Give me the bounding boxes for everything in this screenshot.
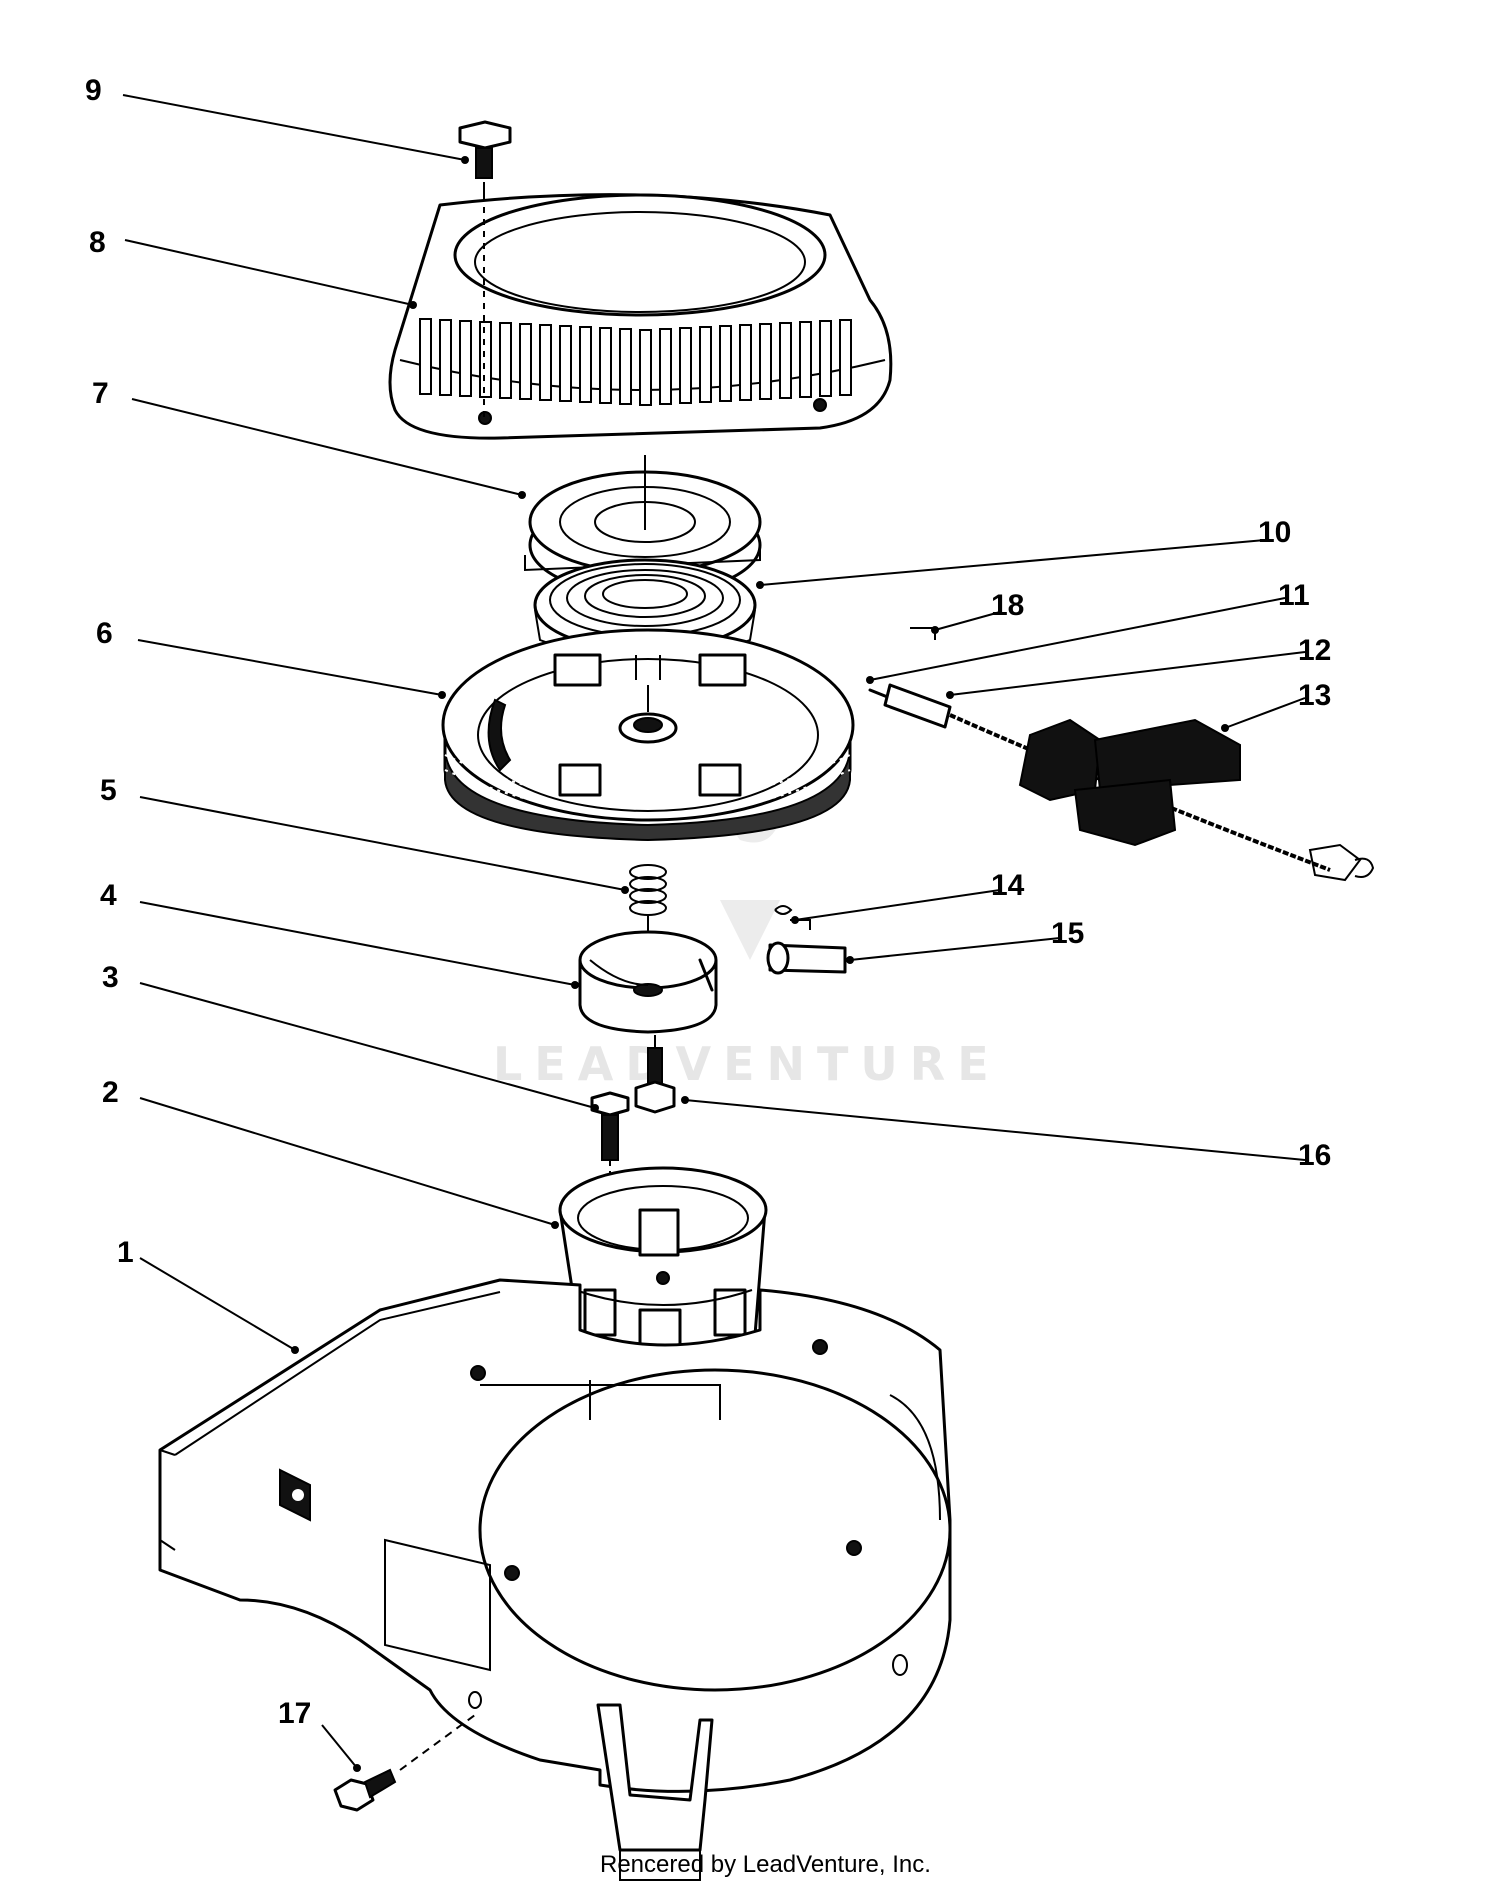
housing-rib xyxy=(759,323,772,400)
housing-rib xyxy=(539,324,552,401)
callout-label-8: 8 xyxy=(89,226,106,259)
callout-leader-18 xyxy=(934,611,1001,631)
callout-dot-16 xyxy=(681,1096,689,1104)
callout-dot-13 xyxy=(1221,724,1229,732)
callout-label-14: 14 xyxy=(991,869,1025,902)
callout-leader-14 xyxy=(794,889,1001,921)
callout-label-17: 17 xyxy=(278,1697,311,1730)
callout-dot-15 xyxy=(846,956,854,964)
housing-rib xyxy=(459,320,472,397)
callout-leader-1 xyxy=(139,1257,296,1351)
callout-dot-12 xyxy=(946,691,954,699)
callout-label-2: 2 xyxy=(102,1076,119,1109)
callout-leader-5 xyxy=(139,796,626,891)
callout-dot-14 xyxy=(791,916,799,924)
callout-dot-11 xyxy=(866,676,874,684)
housing-rib xyxy=(779,322,792,399)
callout-label-1: 1 xyxy=(117,1236,134,1269)
callout-label-10: 10 xyxy=(1258,516,1291,549)
callout-leader-9 xyxy=(122,94,466,161)
callout-dot-6 xyxy=(438,691,446,699)
housing-rib xyxy=(719,325,732,402)
callout-leader-17 xyxy=(321,1724,358,1769)
part-4-ratchet xyxy=(578,930,718,1034)
callout-dot-3 xyxy=(591,1104,599,1112)
callout-label-3: 3 xyxy=(102,961,119,994)
callout-leader-15 xyxy=(849,937,1061,961)
housing-rib xyxy=(479,321,492,398)
callout-leader-6 xyxy=(137,639,443,696)
callout-dot-10 xyxy=(756,581,764,589)
housing-rib xyxy=(499,322,512,399)
callout-leader-4 xyxy=(139,901,576,986)
callout-dot-1 xyxy=(291,1346,299,1354)
housing-rib xyxy=(439,319,452,396)
callout-dot-2 xyxy=(551,1221,559,1229)
callout-leaders xyxy=(122,94,1306,1772)
callout-dot-5 xyxy=(621,886,629,894)
housing-rib xyxy=(659,328,672,405)
callout-label-15: 15 xyxy=(1051,917,1084,950)
callout-leader-8 xyxy=(124,239,414,306)
part-1-blower-housing xyxy=(158,1278,952,1881)
callout-leader-10 xyxy=(759,539,1266,586)
callout-leader-2 xyxy=(139,1097,556,1226)
housing-rib xyxy=(679,327,692,404)
watermark-text: LEADVENTURE xyxy=(493,1037,1001,1091)
callout-label-16: 16 xyxy=(1298,1139,1331,1172)
callout-leader-13 xyxy=(1224,697,1306,729)
housing-rib xyxy=(419,318,432,395)
part-9-bolt xyxy=(458,120,512,198)
part-11-12-13-rope-handle xyxy=(868,627,1375,882)
part-16-stud xyxy=(634,1035,676,1114)
callout-label-12: 12 xyxy=(1298,634,1331,667)
callout-leader-12 xyxy=(949,651,1306,696)
callout-leader-7 xyxy=(131,398,523,496)
housing-rib xyxy=(619,328,632,405)
callout-label-6: 6 xyxy=(96,617,113,650)
callout-dot-7 xyxy=(518,491,526,499)
housing-rib xyxy=(799,321,812,398)
housing-rib xyxy=(839,319,852,396)
callout-label-7: 7 xyxy=(92,377,109,410)
part-6-pulley xyxy=(441,628,855,842)
part-17-bolt xyxy=(333,1714,476,1812)
housing-rib xyxy=(819,320,832,397)
callout-dot-17 xyxy=(353,1764,361,1772)
callout-leader-3 xyxy=(139,982,596,1109)
callout-label-13: 13 xyxy=(1298,679,1331,712)
housing-rib xyxy=(599,327,612,404)
callout-dot-8 xyxy=(409,301,417,309)
credit-text: Rencered by LeadVenture, Inc. xyxy=(600,1851,931,1878)
housing-rib xyxy=(519,323,532,400)
callout-label-4: 4 xyxy=(100,879,117,912)
callout-label-18: 18 xyxy=(991,589,1024,622)
callout-label-5: 5 xyxy=(100,774,117,807)
callout-dot-18 xyxy=(931,626,939,634)
callout-leader-16 xyxy=(684,1099,1306,1161)
housing-rib xyxy=(639,329,652,406)
housing-rib xyxy=(699,326,712,403)
housing-rib xyxy=(739,324,752,401)
callout-label-11: 11 xyxy=(1278,579,1310,612)
housing-rib xyxy=(559,325,572,402)
housing-rib xyxy=(579,326,592,403)
callout-label-9: 9 xyxy=(85,74,102,107)
part-14-15-pawl xyxy=(766,905,847,975)
callout-dot-9 xyxy=(461,156,469,164)
callout-dot-4 xyxy=(571,981,579,989)
part-8-housing xyxy=(388,193,893,440)
callout-leader-11 xyxy=(869,597,1286,681)
